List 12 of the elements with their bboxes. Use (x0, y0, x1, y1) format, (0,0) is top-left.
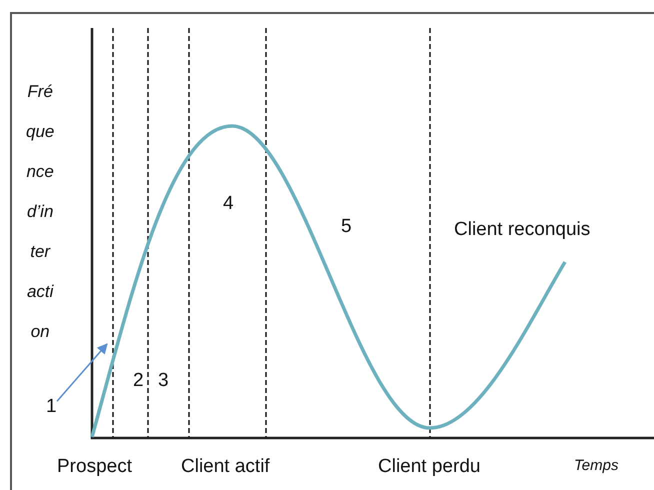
phase-number: 3 (158, 370, 169, 393)
phase-number: 4 (223, 193, 234, 216)
axis-label: Fré que nce d’in ter acti on (26, 81, 54, 343)
stage-label: Client reconquis (454, 219, 590, 242)
phase-number: 5 (341, 216, 352, 239)
leader-arrow (56, 343, 108, 402)
stage-label: Prospect (57, 456, 132, 479)
stage-label: Client perdu (378, 456, 480, 479)
callout-number: 1 (46, 396, 57, 419)
phase-number: 2 (133, 370, 144, 393)
stage-label: Client actif (181, 456, 270, 479)
axis-label: Temps (574, 457, 618, 475)
